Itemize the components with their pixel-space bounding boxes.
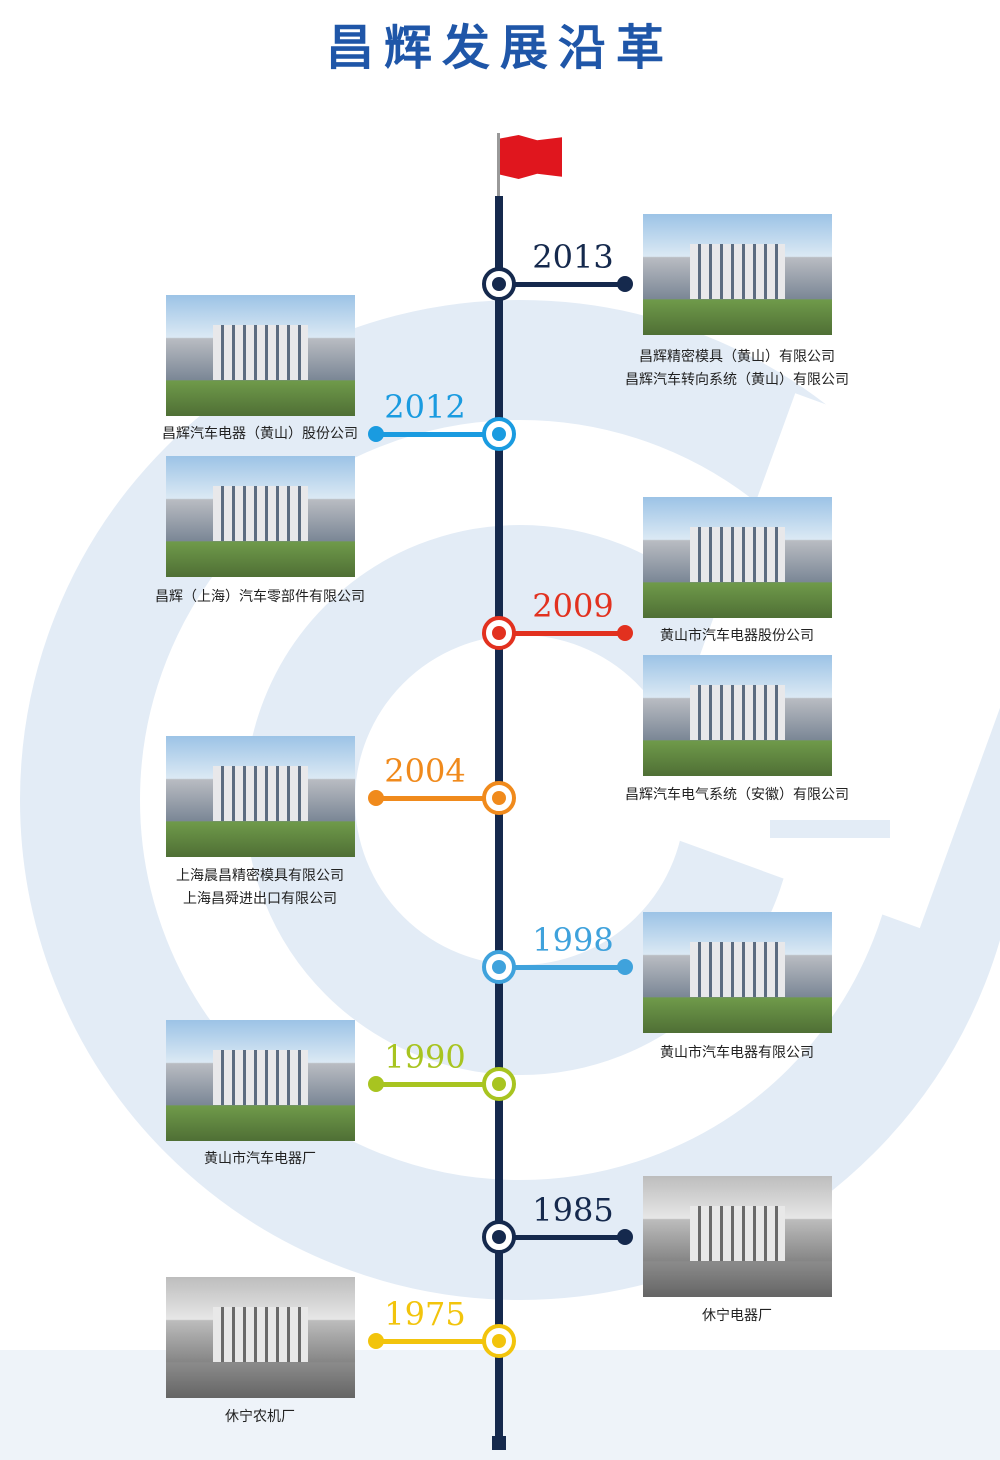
year-label: 2013 xyxy=(532,238,614,276)
timeline-node xyxy=(482,1067,516,1101)
timeline-node xyxy=(482,1220,516,1254)
milestone-caption: 上海晨昌精密模具有限公司 xyxy=(176,868,344,884)
milestone-caption: 昌辉汽车电气系统（安徽）有限公司 xyxy=(625,787,849,803)
milestone-caption: 休宁电器厂 xyxy=(702,1308,772,1324)
flag-pole xyxy=(497,133,500,203)
milestone-photo xyxy=(166,736,355,857)
arm-end-dot xyxy=(368,426,384,442)
building-image xyxy=(213,1307,308,1362)
milestone-caption: 昌辉精密模具（黄山）有限公司 xyxy=(639,349,835,365)
timeline-end-marker xyxy=(492,1436,506,1450)
arm-end-dot xyxy=(617,1229,633,1245)
arm-end-dot xyxy=(368,1076,384,1092)
year-label: 1985 xyxy=(532,1191,614,1229)
milestone-caption: 黄山市汽车电器有限公司 xyxy=(660,1045,814,1061)
timeline-node xyxy=(482,1324,516,1358)
year-label: 1998 xyxy=(532,921,614,959)
year-label: 2012 xyxy=(384,388,466,426)
arm-end-dot xyxy=(368,790,384,806)
timeline-arm xyxy=(376,1082,491,1087)
arm-end-dot xyxy=(368,1333,384,1349)
timeline-node xyxy=(482,616,516,650)
timeline-arm xyxy=(376,796,491,801)
milestone-photo xyxy=(643,497,832,618)
milestone-photo xyxy=(643,912,832,1033)
building-image xyxy=(213,1050,308,1105)
arm-end-dot xyxy=(617,959,633,975)
milestone-caption: 黄山市汽车电器股份公司 xyxy=(660,628,814,644)
milestone-caption: 上海昌舜进出口有限公司 xyxy=(183,891,337,907)
timeline-node xyxy=(482,267,516,301)
timeline-arm xyxy=(510,1235,625,1240)
timeline-arm xyxy=(510,631,625,636)
timeline-arm xyxy=(376,432,491,437)
year-label: 2004 xyxy=(384,752,466,790)
timeline-arm xyxy=(376,1339,491,1344)
building-image xyxy=(213,325,308,380)
milestone-caption: 昌辉汽车电器（黄山）股份公司 xyxy=(162,426,358,442)
timeline-arm xyxy=(510,965,625,970)
milestone-photo xyxy=(166,456,355,577)
year-label: 1990 xyxy=(384,1038,466,1076)
timeline-node xyxy=(482,417,516,451)
milestone-photo xyxy=(643,1176,832,1297)
building-image xyxy=(690,942,785,997)
milestone-photo xyxy=(166,1277,355,1398)
year-label: 1975 xyxy=(384,1295,466,1333)
milestone-photo xyxy=(643,214,832,335)
milestone-photo xyxy=(643,655,832,776)
building-image xyxy=(690,527,785,582)
arm-end-dot xyxy=(617,276,633,292)
year-label: 2009 xyxy=(532,587,614,625)
milestone-photo xyxy=(166,1020,355,1141)
building-image xyxy=(690,244,785,299)
building-image xyxy=(690,685,785,740)
building-image xyxy=(213,766,308,821)
timeline-node xyxy=(482,781,516,815)
building-image xyxy=(690,1206,785,1261)
milestone-caption: 昌辉汽车转向系统（黄山）有限公司 xyxy=(625,372,849,388)
milestone-caption: 休宁农机厂 xyxy=(225,1409,295,1425)
timeline-spine xyxy=(495,196,503,1446)
milestone-caption: 黄山市汽车电器厂 xyxy=(204,1151,316,1167)
milestone-photo xyxy=(166,295,355,416)
timeline-arm xyxy=(510,282,625,287)
milestone-caption: 昌辉（上海）汽车零部件有限公司 xyxy=(155,589,365,605)
flag-icon xyxy=(500,135,562,179)
timeline-node xyxy=(482,950,516,984)
page-title: 昌辉发展沿革 xyxy=(325,20,674,76)
arm-end-dot xyxy=(617,625,633,641)
building-image xyxy=(213,486,308,541)
